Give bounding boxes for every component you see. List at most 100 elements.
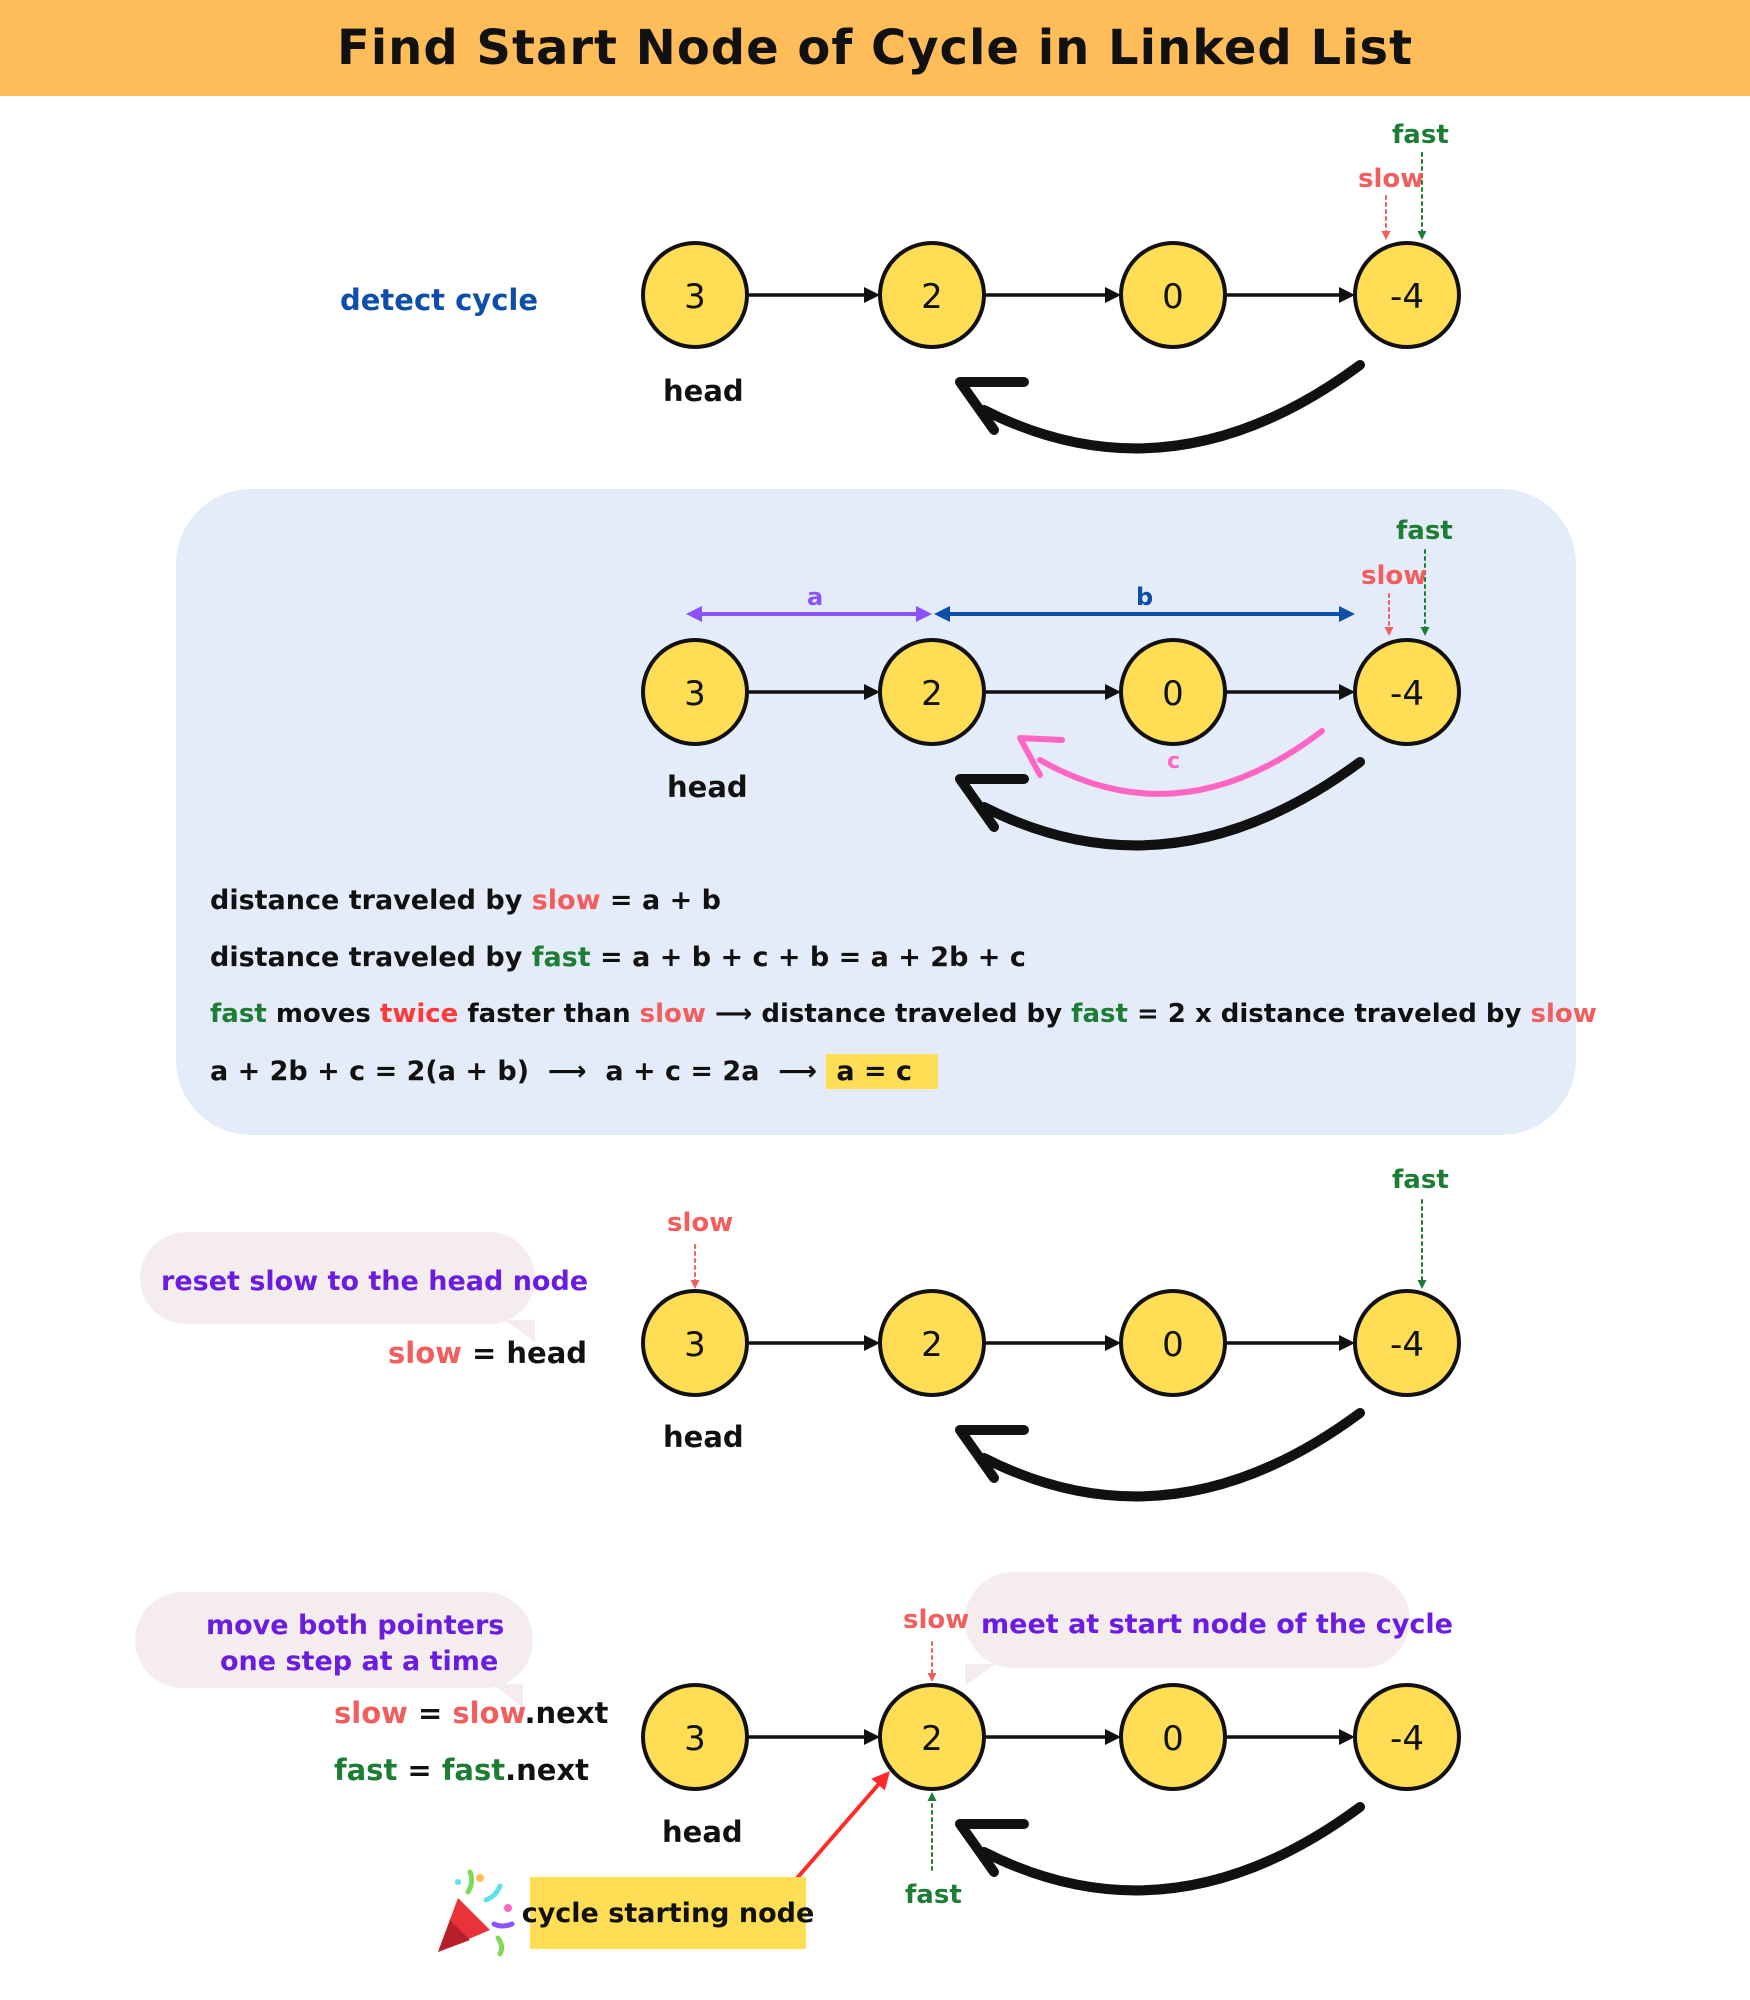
list-node-value: 0 [1162,674,1184,714]
equation-speed-relation: fast moves twice faster than slow ⟶ dist… [210,999,1597,1029]
cycle-back-edge-arrowhead [955,1425,1029,1483]
fast-pointer-label: fast [905,1880,962,1910]
cycle-start-text: cycle starting node [521,1897,815,1929]
list-node-circle [1353,1683,1461,1791]
cycle-back-edge-arrowhead [955,774,1029,832]
list-node-circle [878,638,986,746]
party-popper-icon [438,1869,515,1957]
list-node-value: 2 [921,1325,943,1365]
fast-advance-code: fast = fast.next [334,1753,590,1787]
list-node-value: -4 [1390,277,1424,317]
list-node-value: -4 [1390,1719,1424,1759]
detect-cycle-caption: detect cycle [340,283,539,317]
list-node-value: 3 [684,674,706,714]
segment-b-label: b [1136,583,1154,611]
cycle-back-edge-arrowhead [955,377,1029,435]
cycle-start-box: cycle starting node [522,1877,814,1949]
cycle-back-edge [979,360,1365,454]
fast-pointer-arrow-head [1417,231,1427,240]
page-title: Find Start Node of Cycle in Linked List [336,20,1414,76]
fast-pointer-label: fast [1396,516,1453,546]
list-node-circle [878,1683,986,1791]
reset-bubble-text: reset slow to the head node [161,1266,589,1297]
list-node-circle [1353,241,1461,349]
slow-pointer-label: slow [903,1605,970,1635]
equation-fast-distance: distance traveled by fast = a + b + c + … [210,942,1026,973]
list-node-value: -4 [1390,674,1424,714]
fast-pointer-arrow-head [927,1792,937,1801]
list-node-circle [1353,638,1461,746]
list-node-value: 2 [921,1719,943,1759]
cycle-back-edge [979,757,1365,851]
list-node-circle [641,638,749,746]
move-bubble [135,1592,533,1708]
next-link-arrowhead [1339,287,1355,303]
list-node-value: 2 [921,674,943,714]
list-node-value: 3 [684,277,706,317]
segment-a-label: a [807,583,824,611]
list-node-value: 2 [921,277,943,317]
slow-pointer-label: slow [667,1208,734,1238]
reset-code: slow = head [388,1336,588,1370]
fast-pointer-label: fast [1392,1165,1449,1195]
implies-arrow: ⟶ [715,999,753,1029]
next-link-arrowhead [864,287,880,303]
move-bubble-line2: one step at a time [220,1646,499,1677]
meet-bubble-text: meet at start node of the cycle [981,1609,1453,1640]
next-link-arrowhead [1105,1335,1121,1351]
next-link-arrowhead [1339,1729,1355,1745]
slow-pointer-arrow-head [927,1673,937,1682]
head-label: head [667,770,748,804]
next-link-arrowhead [1105,287,1121,303]
segment-a-arrowhead [916,606,932,622]
meet-bubble [965,1572,1410,1686]
slow-pointer-arrow-head [1384,627,1394,636]
equation-derivation: a + 2b + c = 2(a + b) ⟶ a + c = 2a ⟶ a =… [210,1054,938,1089]
list-node-circle [1119,1289,1227,1397]
list-node-circle [1119,241,1227,349]
slow-advance-code: slow = slow.next [334,1696,609,1730]
list-node-circle [878,1289,986,1397]
next-link-arrowhead [1105,684,1121,700]
slow-pointer-label: slow [1361,561,1428,591]
title-bar: Find Start Node of Cycle in Linked List [0,0,1750,96]
result-highlight: a = c [826,1054,938,1089]
next-link-arrowhead [1339,684,1355,700]
cycle-back-edge [979,1802,1365,1896]
segment-b-arrowhead [1339,606,1355,622]
list-node-value: -4 [1390,1325,1424,1365]
slow-pointer-arrow-head [1381,231,1391,240]
head-label: head [663,374,744,408]
list-node-circle [1119,638,1227,746]
list-node-value: 0 [1162,1325,1184,1365]
head-label: head [662,1815,743,1849]
list-node-circle [1119,1683,1227,1791]
cycle-start-pointer-arrowhead [871,1771,890,1791]
segment-c-arrowhead [1017,735,1065,778]
list-node-value: 0 [1162,277,1184,317]
next-link-arrowhead [1339,1335,1355,1351]
fast-pointer-arrow-head [1420,627,1430,636]
slow-pointer-arrow-head [690,1280,700,1289]
equation-slow-distance: distance traveled by slow = a + b [210,885,721,916]
cycle-back-edge [979,1408,1365,1502]
next-link-arrowhead [1105,1729,1121,1745]
next-link-arrowhead [864,684,880,700]
list-node-circle [641,1289,749,1397]
list-node-circle [641,1683,749,1791]
segment-c-label: c [1167,749,1181,774]
list-node-value: 3 [684,1719,706,1759]
slow-pointer-label: slow [1358,164,1425,194]
fast-pointer-arrow-head [1417,1280,1427,1289]
list-node-value: 0 [1162,1719,1184,1759]
proof-panel [176,489,1576,1135]
list-node-value: 3 [684,1325,706,1365]
next-link-arrowhead [864,1729,880,1745]
head-label: head [663,1420,744,1454]
fast-pointer-label: fast [1392,120,1449,150]
segment-a-arrowhead [686,606,702,622]
reset-bubble [140,1232,535,1342]
cycle-back-edge-arrowhead [955,1819,1029,1877]
list-node-circle [1353,1289,1461,1397]
